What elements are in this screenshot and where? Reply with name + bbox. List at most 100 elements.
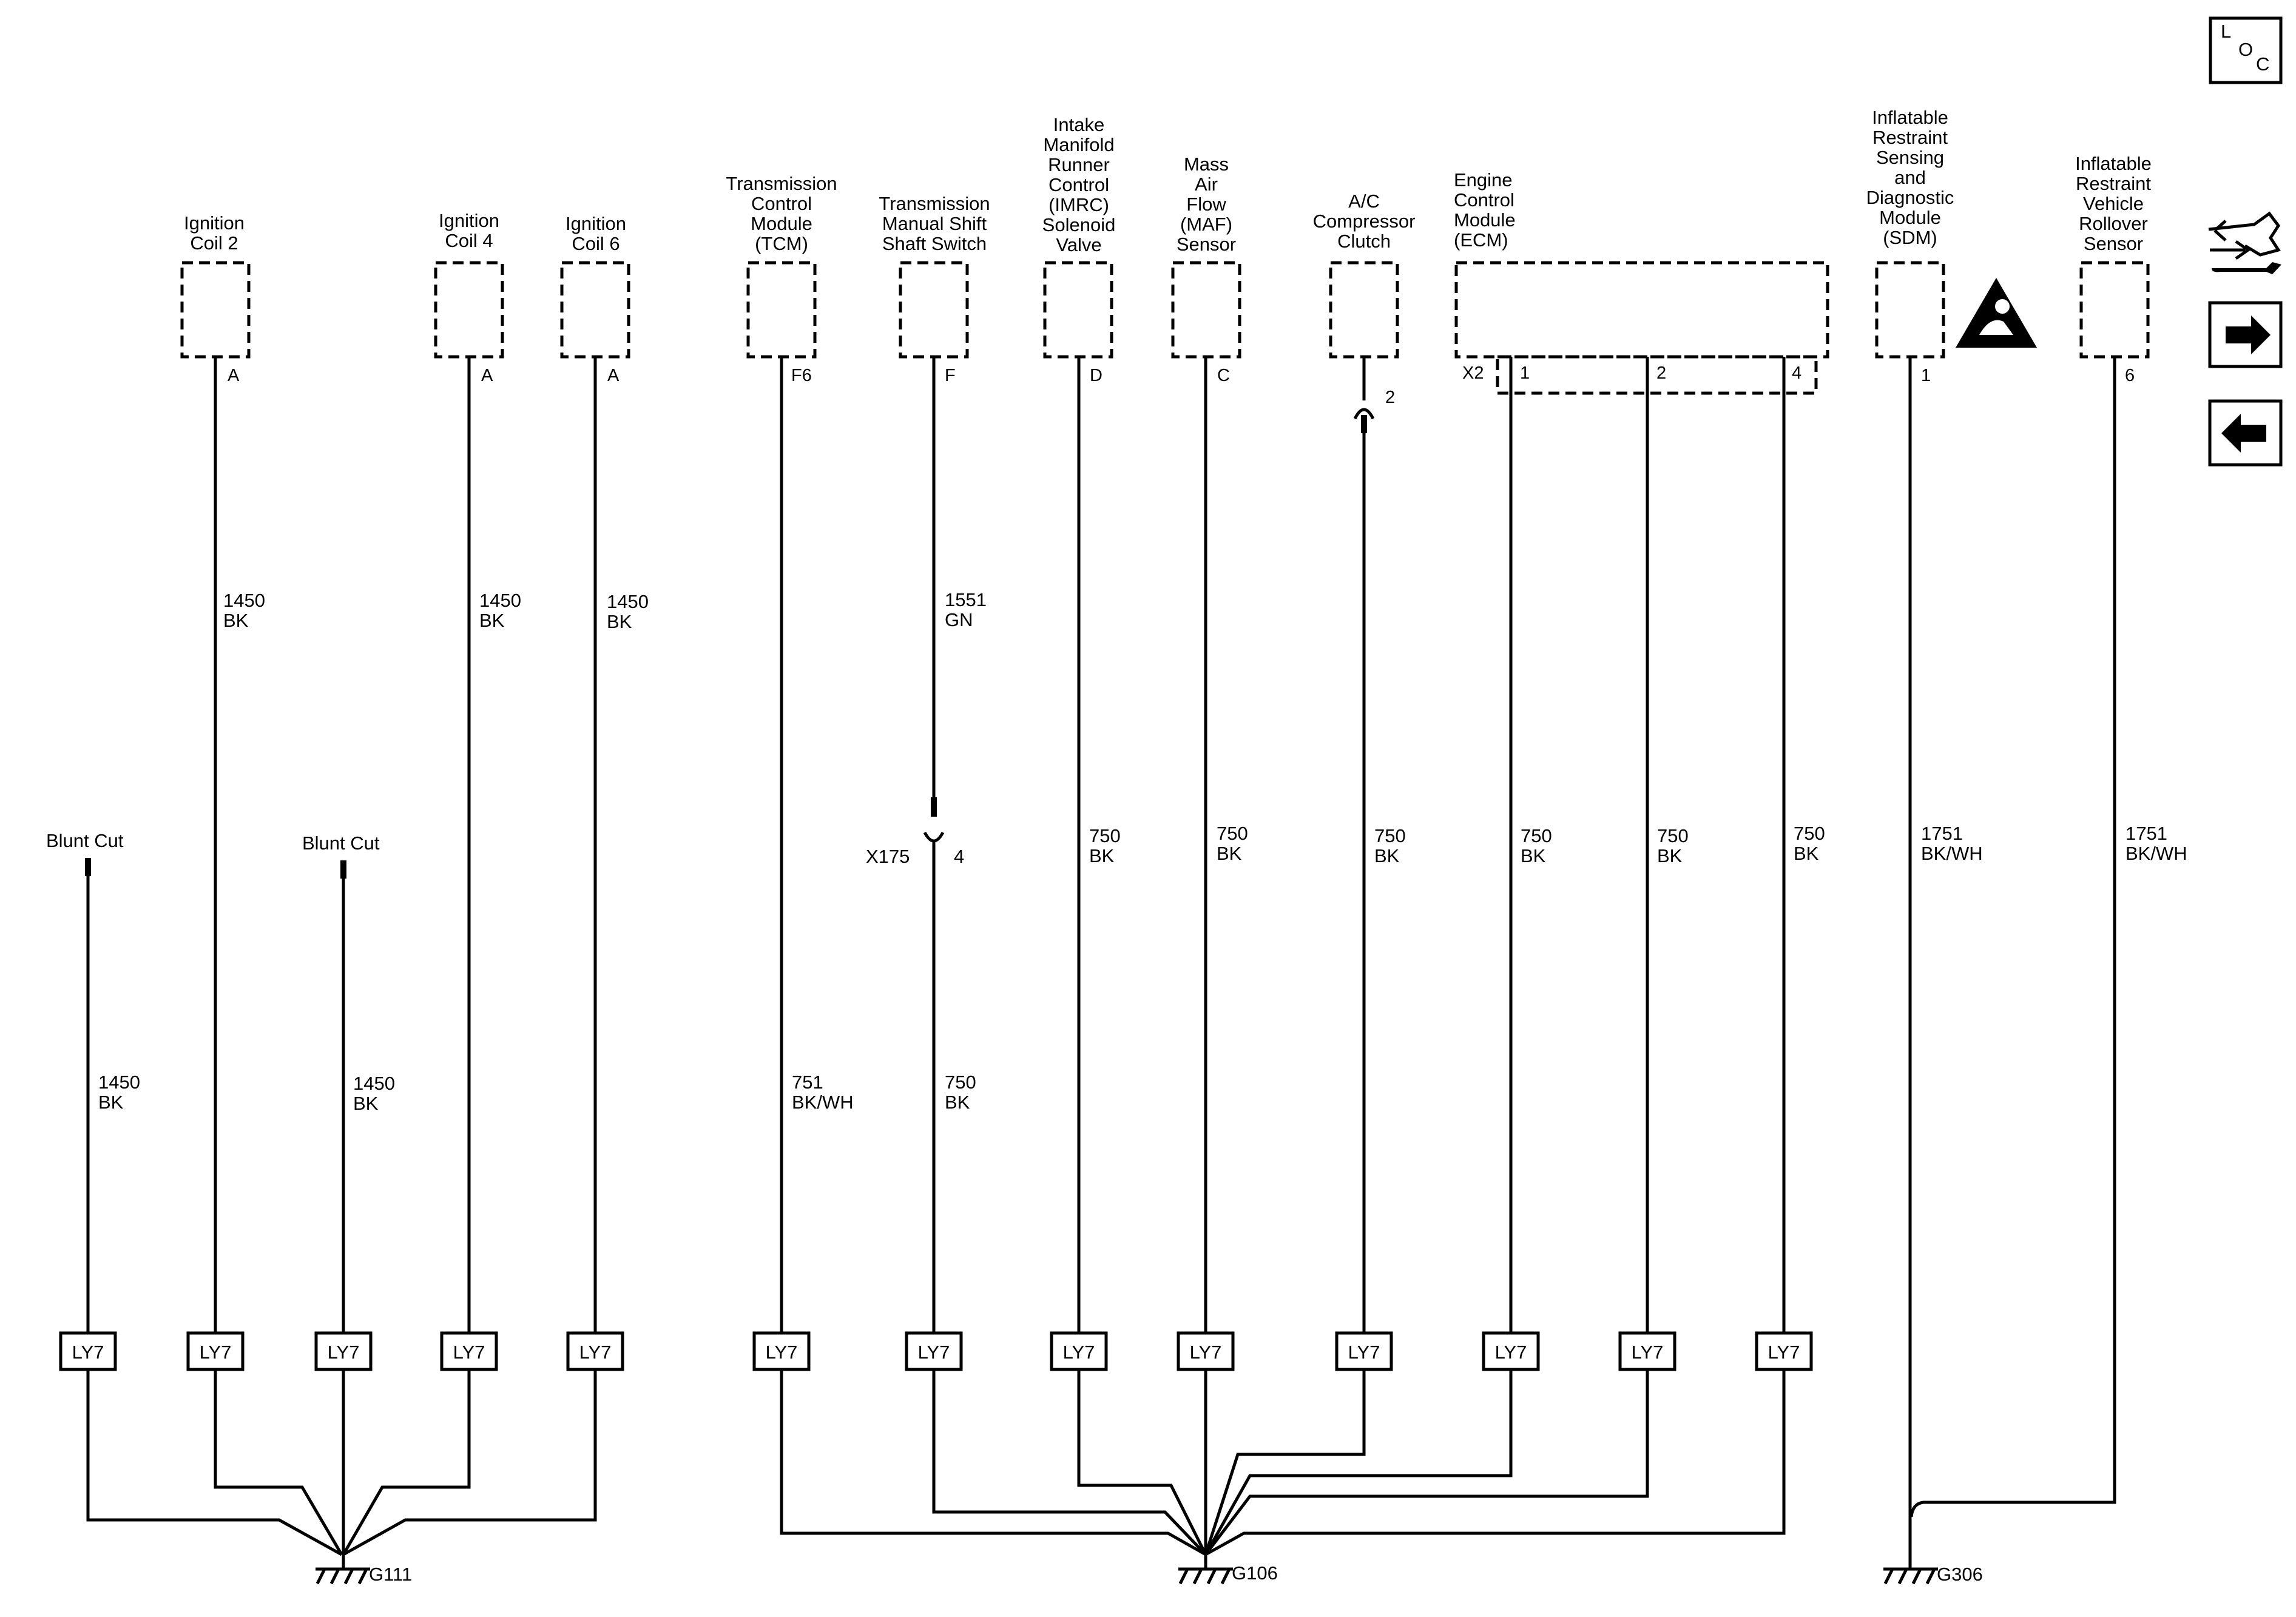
- svg-text:(MAF): (MAF): [1180, 214, 1232, 235]
- ecm-component[interactable]: [1454, 261, 1829, 359]
- ly7-coil2: LY7: [186, 1331, 245, 1371]
- transmission-manual-shift-shaft-switch-label: Transmission Manual Shift Shaft Switch: [879, 193, 990, 254]
- svg-text:LY7: LY7: [328, 1342, 360, 1363]
- pin-coil6: A: [607, 366, 620, 385]
- wire-label-ecm1-color: BK: [1521, 845, 1546, 866]
- svg-text:Sensing: Sensing: [1876, 147, 1944, 168]
- ly7-blunt-cut-2: LY7: [314, 1331, 373, 1371]
- sdm-component[interactable]: [1875, 261, 1945, 359]
- loc-button[interactable]: L O C: [2209, 16, 2283, 84]
- wire-label-tcm-circuit: 751: [792, 1072, 823, 1093]
- loc-letter-c: C: [2256, 53, 2269, 75]
- svg-text:Vehicle: Vehicle: [2083, 193, 2144, 214]
- wire-label-coil2-circuit: 1450: [223, 590, 265, 611]
- rollover-sensor-label: Inflatable Restraint Vehicle Rollover Se…: [2075, 153, 2152, 254]
- loc-letter-o: O: [2238, 39, 2253, 60]
- svg-text:(SDM): (SDM): [1883, 227, 1937, 248]
- svg-text:Mass: Mass: [1184, 154, 1229, 175]
- svg-text:Transmission: Transmission: [879, 193, 990, 214]
- svg-text:Restraint: Restraint: [2076, 173, 2151, 194]
- forward-arrow-icon[interactable]: [2208, 301, 2283, 368]
- ignition-coil-2-component[interactable]: [180, 261, 251, 359]
- wire-label-maf-color: BK: [1217, 843, 1242, 864]
- wire-label-blunt2-color: BK: [353, 1093, 379, 1114]
- wire-label-imrc-circuit: 750: [1089, 825, 1121, 846]
- ground-g306-icon: [1883, 1555, 1938, 1585]
- svg-text:Clutch: Clutch: [1337, 231, 1391, 252]
- svg-text:LY7: LY7: [1495, 1342, 1527, 1363]
- ecm-x2-connector[interactable]: [1496, 355, 1818, 395]
- svg-text:Inflatable: Inflatable: [1872, 107, 1948, 128]
- svg-text:Sensor: Sensor: [2084, 233, 2143, 254]
- g111-ground-bus[interactable]: [86, 1369, 597, 1556]
- x175-connector-label: X175: [866, 846, 910, 867]
- maf-sensor-component[interactable]: [1171, 261, 1241, 359]
- svg-text:(ECM): (ECM): [1454, 229, 1508, 251]
- svg-text:Runner: Runner: [1048, 154, 1110, 175]
- ignition-coil-6-component[interactable]: [560, 261, 630, 359]
- pin-tmss: F: [945, 366, 956, 385]
- pin-sdm: 1: [1921, 366, 1931, 385]
- wire-tmss-upper[interactable]: [931, 357, 937, 817]
- svg-text:Coil 6: Coil 6: [572, 233, 620, 254]
- svg-text:(IMRC): (IMRC): [1048, 194, 1109, 215]
- imrc-valve-component[interactable]: [1043, 261, 1113, 359]
- svg-text:Air: Air: [1195, 174, 1218, 195]
- svg-text:Coil 2: Coil 2: [190, 232, 238, 254]
- pin-tcm: F6: [791, 366, 812, 385]
- svg-text:Coil 4: Coil 4: [445, 230, 493, 251]
- sdm-label: Inflatable Restraint Sensing and Diagnos…: [1866, 107, 1954, 248]
- svg-text:LY7: LY7: [579, 1342, 612, 1363]
- maf-sensor-label: Mass Air Flow (MAF) Sensor: [1177, 154, 1236, 255]
- wire-label-blunt1-circuit: 1450: [98, 1072, 140, 1093]
- wire-label-blunt2-circuit: 1450: [353, 1073, 395, 1094]
- svg-text:Rollover: Rollover: [2079, 213, 2148, 234]
- svg-text:Module: Module: [751, 213, 812, 234]
- rollover-sensor-component[interactable]: [2079, 261, 2150, 359]
- svg-text:Compressor: Compressor: [1313, 211, 1416, 232]
- ac-compressor-clutch-component[interactable]: [1329, 261, 1399, 359]
- svg-text:Control: Control: [1454, 189, 1514, 211]
- wire-label-sdm-color: BK/WH: [1921, 843, 1983, 864]
- wire-blunt-cut-1[interactable]: [85, 858, 91, 1333]
- svg-text:Module: Module: [1454, 209, 1516, 231]
- g106-ground-bus[interactable]: [780, 1369, 1786, 1556]
- svg-text:Shaft Switch: Shaft Switch: [882, 233, 987, 254]
- pin-ecm-2: 2: [1656, 363, 1666, 383]
- wire-blunt-cut-2[interactable]: [340, 860, 346, 1333]
- pin-ecm-4: 4: [1792, 363, 1801, 383]
- loc-letter-l: L: [2221, 21, 2231, 42]
- tcm-component[interactable]: [746, 261, 817, 359]
- wire-label-tmss-upper-color: GN: [945, 609, 973, 630]
- diagnostic-wrench-icon[interactable]: [2208, 211, 2281, 274]
- svg-text:Transmission: Transmission: [726, 173, 837, 194]
- ignition-coil-4-component[interactable]: [434, 261, 504, 359]
- wire-label-ecm4-circuit: 750: [1794, 823, 1825, 844]
- wire-label-ecm4-color: BK: [1794, 843, 1819, 864]
- pin-coil4: A: [481, 366, 493, 385]
- svg-text:LY7: LY7: [1768, 1342, 1800, 1363]
- svg-text:Restraint: Restraint: [1872, 127, 1948, 148]
- svg-text:Valve: Valve: [1056, 234, 1101, 255]
- svg-text:LY7: LY7: [72, 1342, 104, 1363]
- svg-text:Intake: Intake: [1053, 114, 1104, 135]
- back-arrow-icon[interactable]: [2208, 399, 2283, 467]
- pin-maf: C: [1217, 366, 1230, 385]
- wire-rollover[interactable]: [1909, 357, 2116, 1517]
- transmission-manual-shift-switch-component[interactable]: [899, 261, 969, 359]
- svg-text:LY7: LY7: [1063, 1342, 1095, 1363]
- ac-compressor-clutch-label: A/C Compressor Clutch: [1313, 191, 1416, 252]
- ground-g306-label: G306: [1937, 1564, 1983, 1585]
- ground-g106-icon: [1178, 1555, 1233, 1585]
- ignition-coil-2-label: Ignition Coil 2: [184, 212, 245, 254]
- wire-label-coil2-color: BK: [223, 610, 249, 631]
- ignition-coil-6-label: Ignition Coil 6: [566, 213, 626, 254]
- x175-inline-connector[interactable]: [923, 831, 945, 843]
- airbag-warning-icon: [1956, 278, 2037, 348]
- tcm-label: Transmission Control Module (TCM): [726, 173, 837, 254]
- ly7-ecm2: LY7: [1618, 1331, 1676, 1371]
- svg-text:LY7: LY7: [200, 1342, 232, 1363]
- svg-text:Ignition: Ignition: [184, 212, 245, 234]
- wire-ac[interactable]: [1353, 357, 1375, 1333]
